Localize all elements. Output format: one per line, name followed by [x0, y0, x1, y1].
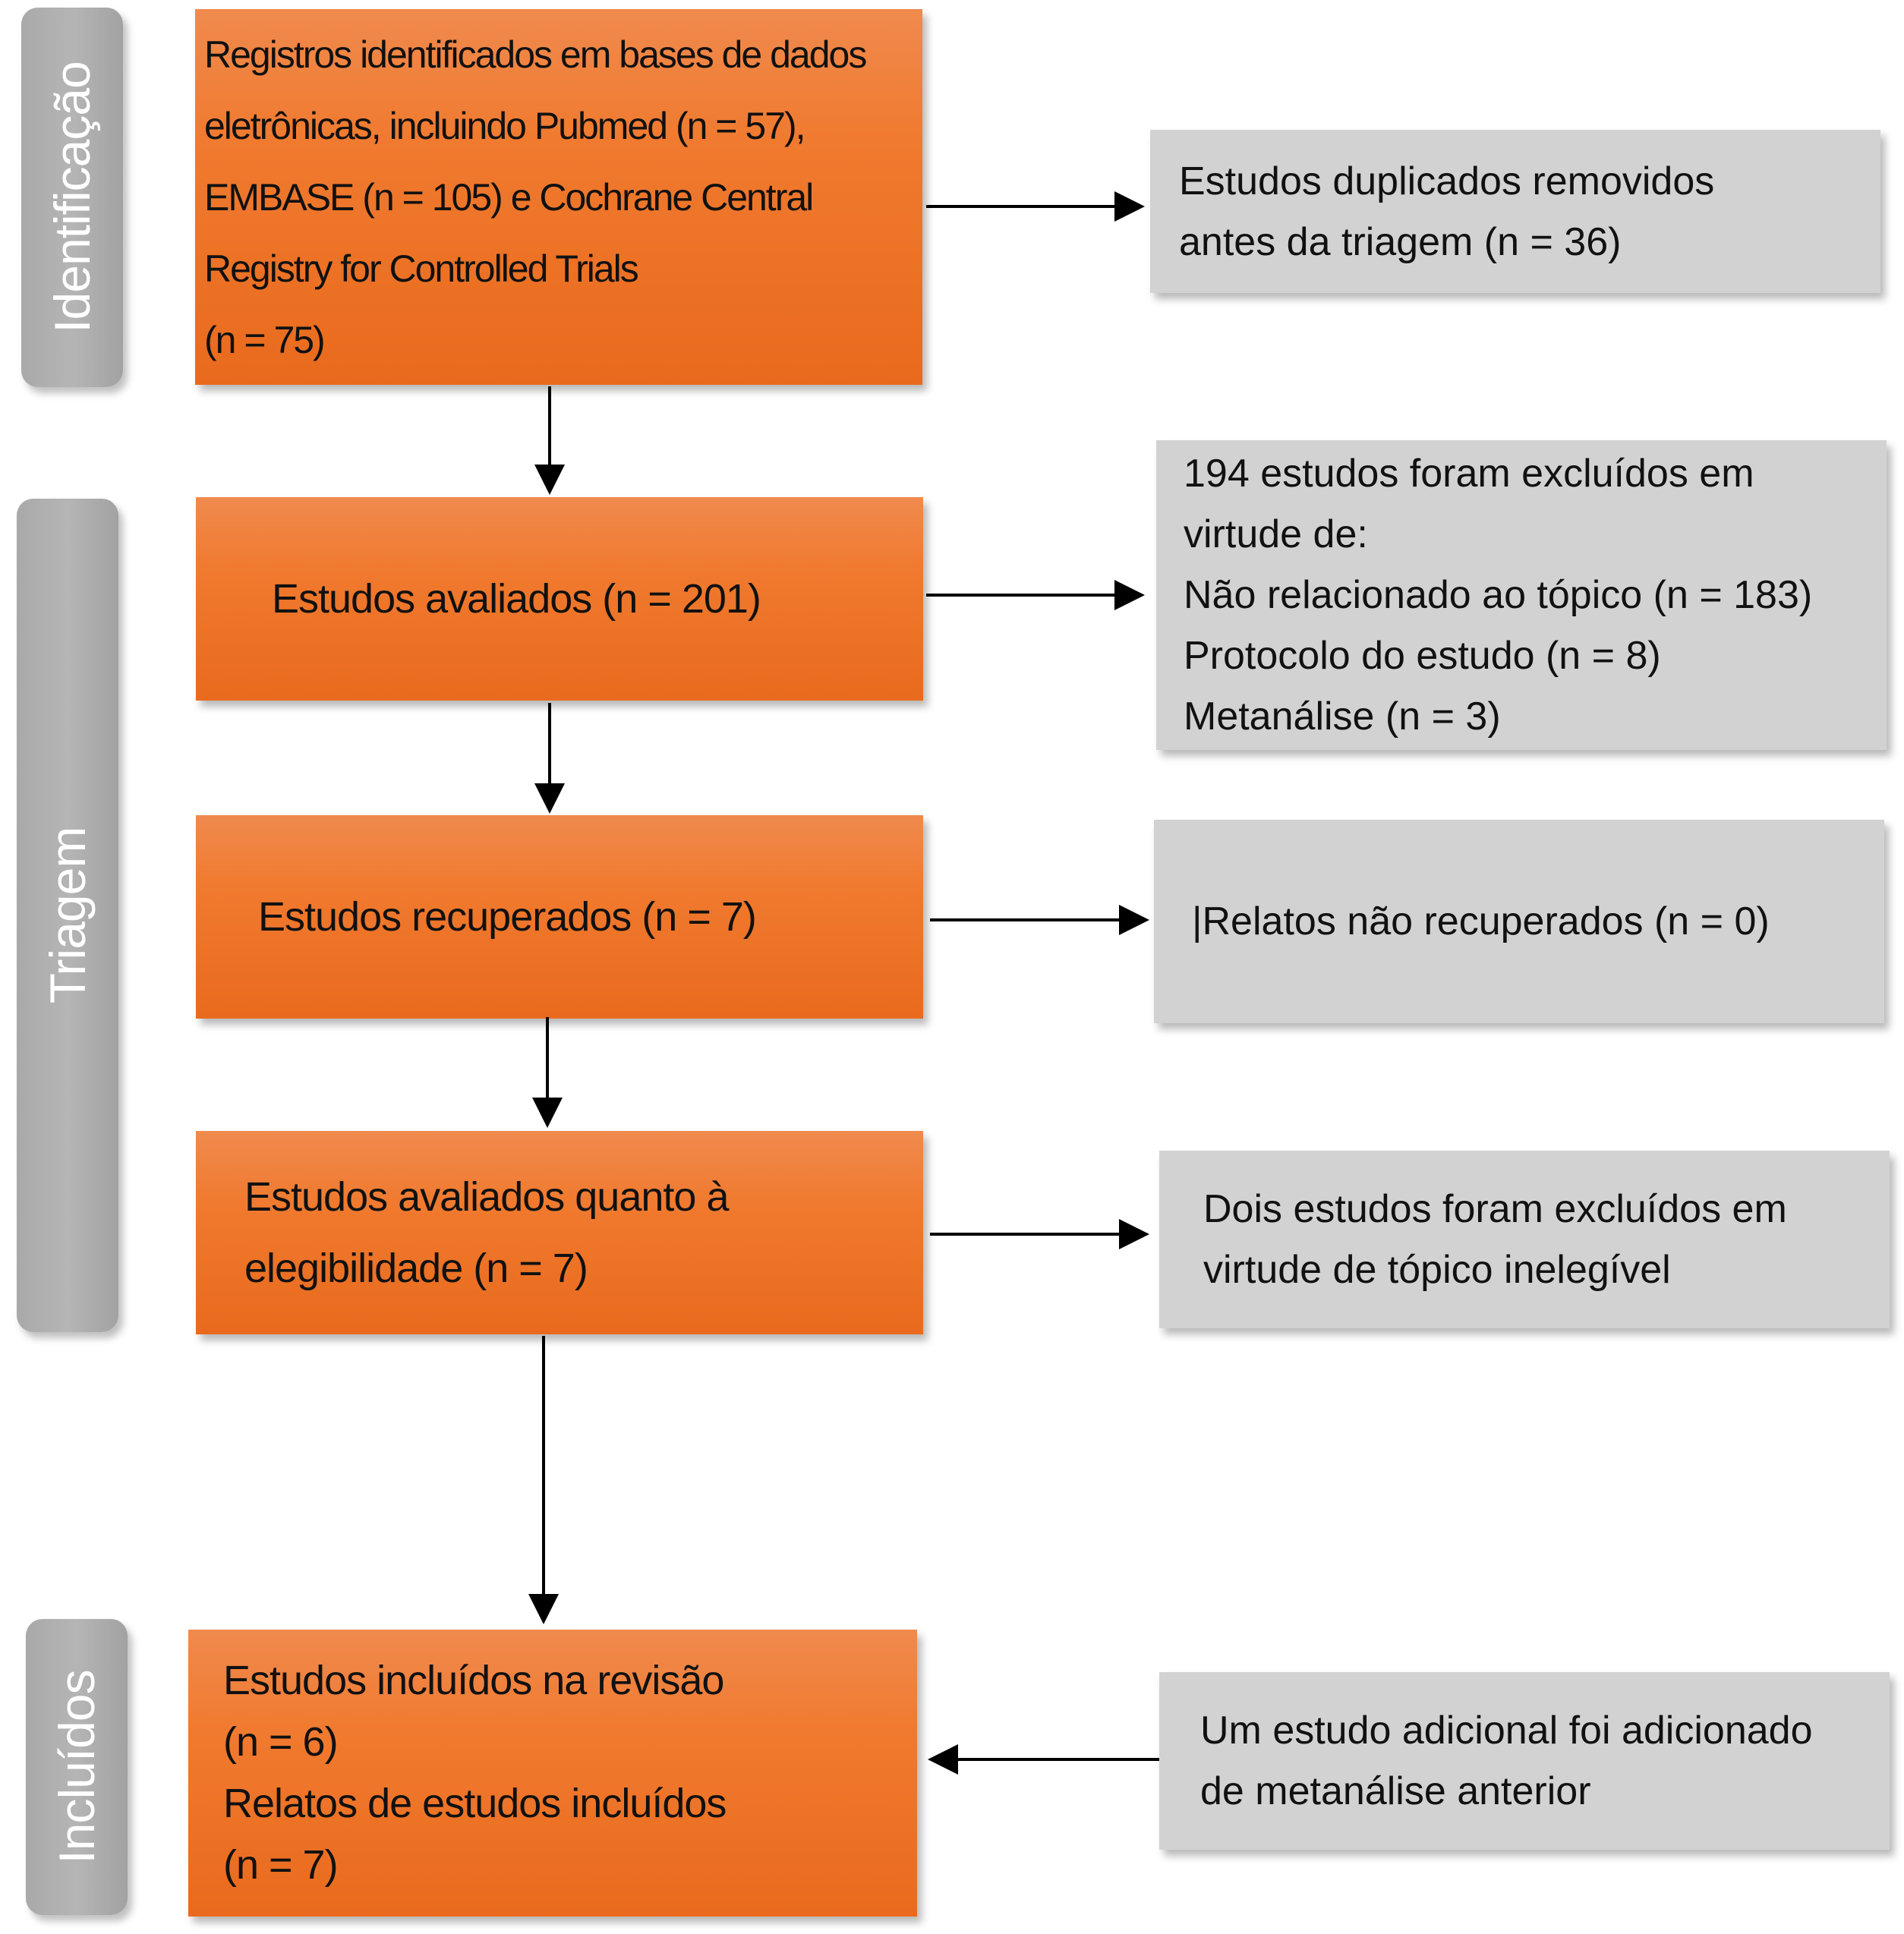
- box-line: Protocolo do estudo (n = 8): [1184, 634, 1661, 678]
- box-line: Estudos avaliados (n = 201): [272, 576, 761, 622]
- box-studies-included: Estudos incluídos na revisão (n = 6) Rel…: [188, 1630, 917, 1917]
- phase-incluidos: Incluídos: [26, 1619, 128, 1915]
- box-line: eletrônicas, incluindo Pubmed (n = 57),: [204, 104, 806, 147]
- box-line: (n = 6): [223, 1719, 339, 1765]
- arrowhead-down: [534, 465, 565, 495]
- box-line: EMBASE (n = 105) e Cochrane Central: [204, 175, 814, 219]
- box-line: Estudos duplicados removidos: [1179, 159, 1715, 203]
- box-line: Não relacionado ao tópico (n = 183): [1184, 573, 1813, 617]
- arrowhead-down: [528, 1594, 559, 1624]
- box-reports-not-retrieved: |Relatos não recuperados (n = 0): [1154, 820, 1884, 1023]
- box-studies-retrieved: Estudos recuperados (n = 7): [196, 815, 923, 1019]
- box-line: de metanálise anterior: [1200, 1769, 1591, 1813]
- phase-identificacao: Identificação: [21, 8, 123, 387]
- phase-triagem: Triagem: [17, 499, 118, 1332]
- box-line: |Relatos não recuperados (n = 0): [1192, 899, 1770, 943]
- box-line: Estudos recuperados (n = 7): [258, 894, 757, 940]
- box-line: (n = 7): [223, 1842, 339, 1888]
- box-line: Registros identificados em bases de dado…: [204, 33, 867, 76]
- arrowhead-down: [532, 1098, 563, 1128]
- box-studies-screened: Estudos avaliados (n = 201): [196, 497, 923, 701]
- box-line: Registry for Controlled Trials: [204, 247, 639, 290]
- box-line: 194 estudos foram excluídos em: [1184, 452, 1754, 496]
- box-line: Dois estudos foram excluídos em: [1203, 1187, 1787, 1231]
- box-line: antes da triagem (n = 36): [1179, 219, 1622, 264]
- arrowhead-down: [534, 783, 565, 814]
- arrowhead-left: [928, 1744, 958, 1775]
- box-line: Estudos incluídos na revisão: [223, 1658, 724, 1703]
- box-line: elegibilidade (n = 7): [244, 1246, 588, 1291]
- box-additional-study: Um estudo adicional foi adicionado de me…: [1159, 1672, 1890, 1850]
- arrowhead-right: [1119, 905, 1149, 935]
- box-line: Metanálise (n = 3): [1184, 695, 1501, 739]
- box-ineligible-excluded: Dois estudos foram excluídos em virtude …: [1159, 1151, 1890, 1328]
- arrowhead-right: [1119, 1219, 1149, 1249]
- box-identified-records: Registros identificados em bases de dado…: [195, 9, 922, 385]
- box-studies-excluded: 194 estudos foram excluídos em virtude d…: [1156, 440, 1887, 750]
- box-eligibility-assessed: Estudos avaliados quanto à elegibilidade…: [196, 1131, 923, 1334]
- arrowhead-right: [1114, 580, 1145, 610]
- box-line: (n = 75): [204, 318, 326, 361]
- box-line: virtude de:: [1184, 512, 1368, 556]
- box-line: virtude de tópico inelegível: [1203, 1248, 1671, 1292]
- box-line: Relatos de estudos incluídos: [223, 1781, 727, 1826]
- arrowhead-right: [1114, 191, 1145, 222]
- box-line: Estudos avaliados quanto à: [244, 1174, 729, 1220]
- box-line: Um estudo adicional foi adicionado: [1200, 1709, 1813, 1753]
- box-duplicates-removed: Estudos duplicados removidos antes da tr…: [1150, 130, 1880, 293]
